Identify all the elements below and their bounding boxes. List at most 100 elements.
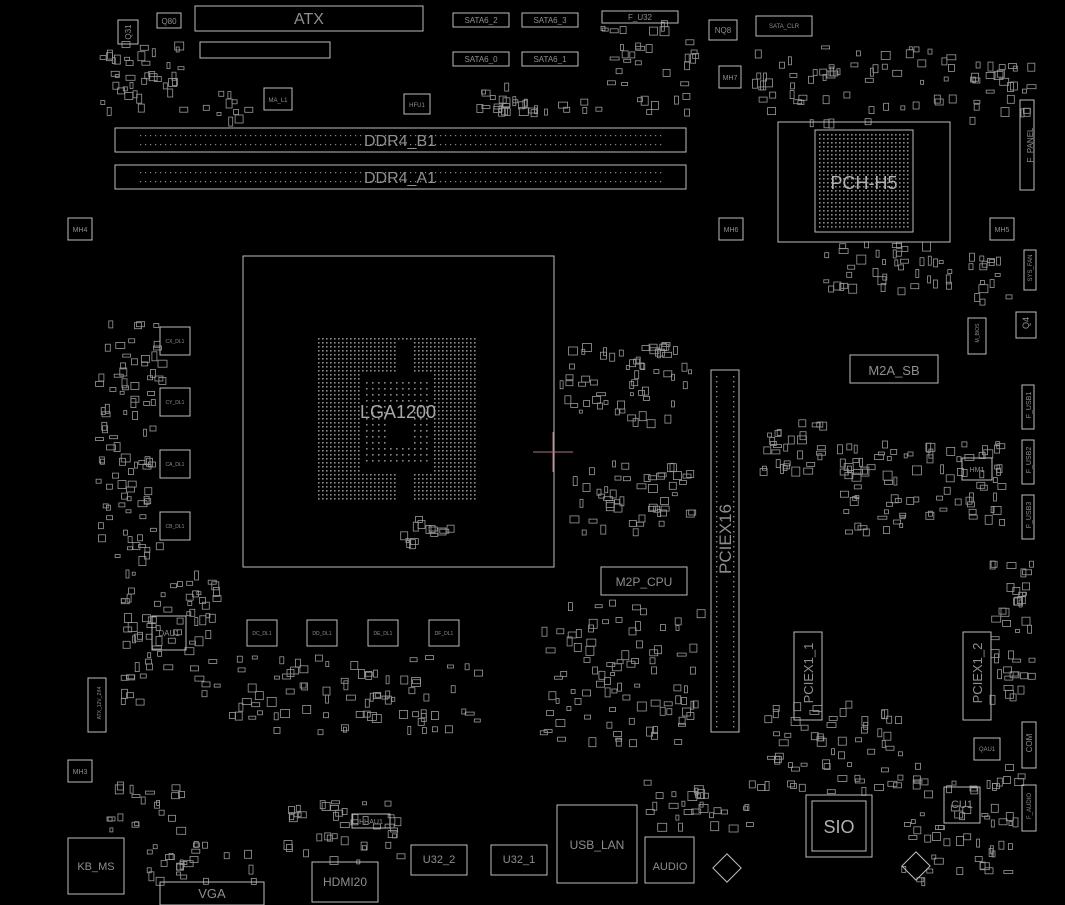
cpu-pin: [458, 406, 460, 408]
cpu-pin: [350, 382, 352, 384]
smd-pad: [412, 679, 422, 685]
smd-pad: [962, 806, 972, 814]
cpu-pin: [474, 470, 476, 472]
pch-ball: [879, 158, 881, 160]
pcie-pin: [716, 651, 718, 653]
cpu-pin: [342, 474, 344, 476]
cpu-pin: [466, 478, 468, 480]
pcie-pin: [733, 386, 735, 388]
pch-ball: [883, 186, 885, 188]
smd-pad: [979, 470, 985, 479]
cpu-pin: [420, 394, 422, 396]
cpu-pin: [442, 382, 444, 384]
cpu-pin: [450, 358, 452, 360]
smd-pad: [251, 702, 261, 708]
smd-pad: [934, 98, 944, 106]
cpu-pin: [366, 486, 368, 488]
cpu-pin: [330, 498, 332, 500]
cpu-pin: [326, 370, 328, 372]
cpu-pin: [354, 450, 356, 452]
cpu-pin: [346, 482, 348, 484]
smd-pad: [840, 282, 849, 289]
cpu-pin: [450, 446, 452, 448]
cpu-pin: [346, 434, 348, 436]
cpu-pin: [318, 374, 320, 376]
cpu-pin: [390, 366, 392, 368]
smd-pad: [544, 108, 548, 116]
ddr-pin: [470, 172, 472, 174]
pch-ball: [855, 194, 857, 196]
cpu-pin: [342, 418, 344, 420]
cpu-pin: [422, 346, 424, 348]
sio-outline: [805, 794, 873, 858]
smd-pad: [618, 349, 624, 357]
cpu-pin: [330, 470, 332, 472]
pch-ball: [847, 162, 849, 164]
cpu-pin: [338, 482, 340, 484]
cpu-pin: [458, 338, 460, 340]
smd-pad: [134, 322, 142, 330]
cpu-pin: [454, 398, 456, 400]
smd-pad: [374, 692, 381, 698]
smd-pad: [978, 284, 989, 294]
pcie-pin: [733, 461, 735, 463]
smd-pad: [945, 474, 955, 483]
smd-pad: [585, 646, 595, 656]
smd-pad: [147, 652, 152, 659]
pch-ball: [831, 198, 833, 200]
cpu-pin: [438, 410, 440, 412]
ddr-pin: [375, 144, 377, 146]
cpu-pin: [446, 458, 448, 460]
ddr-pin: [145, 181, 147, 183]
pcie-pin: [716, 486, 718, 488]
smd-pad: [109, 827, 114, 833]
ddr-pin: [160, 144, 162, 146]
cpu-pin: [334, 402, 336, 404]
smd-pad: [1014, 778, 1025, 786]
smd-pad: [590, 379, 598, 386]
pch-ball: [843, 190, 845, 192]
smd-pad: [1009, 671, 1020, 679]
cpu-pin: [372, 460, 374, 462]
cpu-pin: [394, 482, 396, 484]
smd-pad: [604, 677, 611, 685]
smd-pad: [125, 60, 134, 66]
pch-ball: [823, 194, 825, 196]
pch-ball: [831, 146, 833, 148]
pch-ball: [879, 198, 881, 200]
cpu-pin: [334, 458, 336, 460]
pch-ball: [819, 218, 821, 220]
smd-pad: [619, 26, 627, 34]
smd-pad: [160, 860, 168, 867]
cpu-pin: [470, 370, 472, 372]
smd-pad: [329, 856, 339, 865]
pcie-pin: [733, 721, 735, 723]
smd-pad: [994, 272, 1001, 277]
cpu-pin: [338, 426, 340, 428]
smd-pad: [522, 99, 528, 109]
pcie-pin: [733, 486, 735, 488]
ddr-pin: [230, 144, 232, 146]
pch-ball: [907, 138, 909, 140]
pch-ball: [907, 206, 909, 208]
ddr-pin: [480, 135, 482, 137]
smd-pad: [280, 709, 291, 718]
cpu-pin: [318, 406, 320, 408]
cpu-pin: [466, 418, 468, 420]
cpu-pin: [378, 366, 380, 368]
smd-pad: [273, 712, 279, 721]
cpu-pin: [366, 400, 368, 402]
smd-pad: [369, 692, 374, 702]
pch-ball: [895, 134, 897, 136]
smd-pad: [191, 848, 201, 854]
cpu-pin: [434, 466, 436, 468]
cpu-pin: [350, 446, 352, 448]
cpu-pin: [438, 434, 440, 436]
cpu-pin: [374, 482, 376, 484]
cpu-pin: [414, 498, 416, 500]
smd-pad: [995, 441, 1001, 447]
smd-pad: [884, 509, 889, 515]
ddr-pin: [155, 135, 157, 137]
cpu-pin: [470, 362, 472, 364]
pch-ball: [899, 170, 901, 172]
